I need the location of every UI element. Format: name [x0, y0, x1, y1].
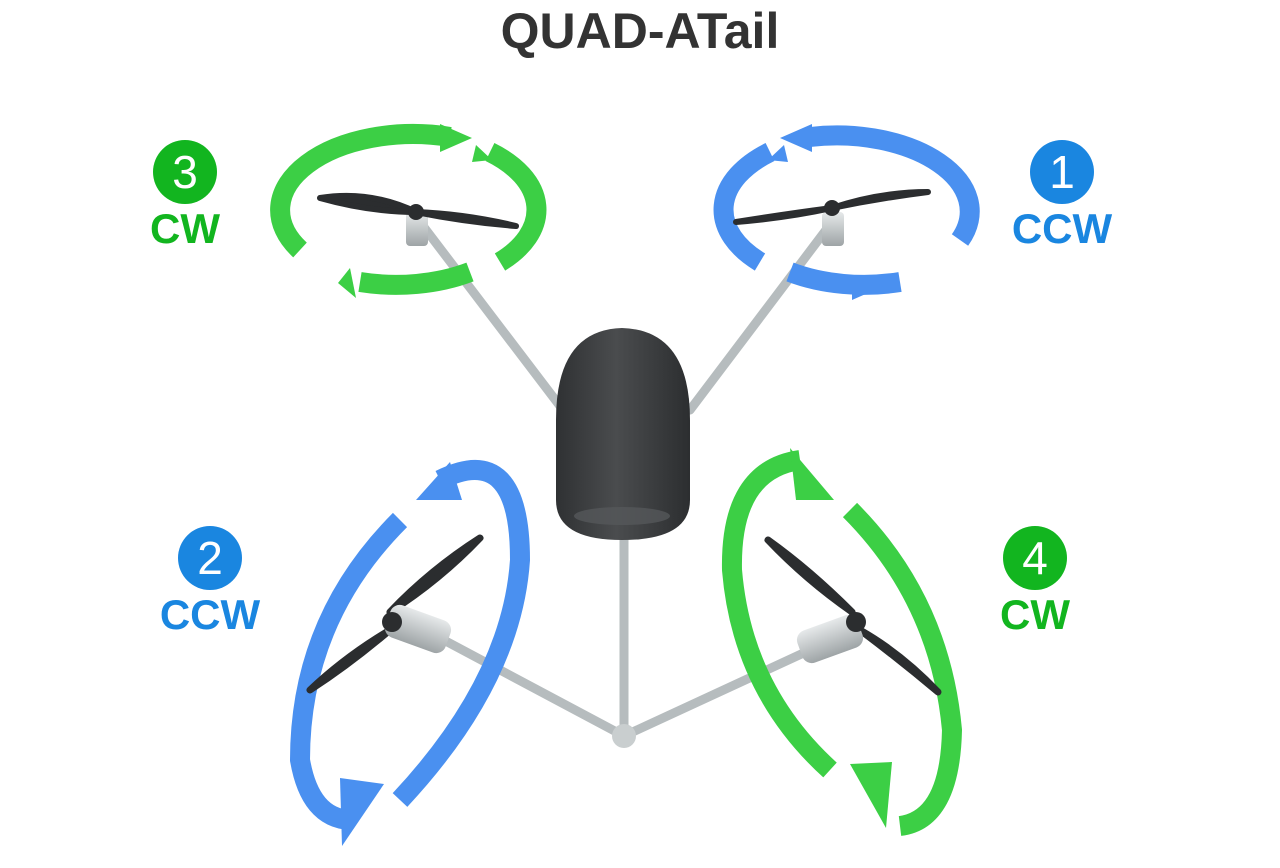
motor-3-direction: CW — [150, 205, 220, 252]
motor-3-number-badge: 3 — [153, 140, 217, 204]
motor-2-number-badge: 2 — [178, 526, 242, 590]
motor-label-4: 4 CW — [965, 526, 1105, 638]
motor-1-number-badge: 1 — [1030, 140, 1094, 204]
motor-label-1: 1 CCW — [992, 140, 1132, 252]
motor-4 — [764, 536, 942, 696]
motor-3 — [317, 192, 519, 246]
arm-rear-left — [435, 633, 629, 741]
arm-front-right — [685, 217, 837, 415]
rotor-4-arrows — [721, 450, 963, 836]
drone-body — [556, 328, 690, 540]
motor-4-number-badge: 4 — [1003, 526, 1067, 590]
rotor-1-arrows — [713, 125, 980, 295]
tail-joint — [612, 724, 636, 748]
motor-2 — [306, 534, 484, 694]
rotor-2-arrows — [289, 460, 531, 830]
rotor-2-arrowheads — [340, 462, 462, 846]
rotor-3-arrows — [270, 124, 547, 295]
motor-label-2: 2 CCW — [140, 526, 280, 638]
rotor-4-arrowheads — [790, 448, 892, 828]
arm-rear-right — [619, 645, 815, 741]
motor-label-3: 3 CW — [115, 140, 255, 252]
motor-1 — [733, 189, 931, 246]
motor-4-direction: CW — [1000, 591, 1070, 638]
arm-front-left — [415, 217, 568, 415]
rotor-3-arrowheads — [338, 124, 492, 298]
diagram-title: QUAD-ATail — [500, 3, 780, 59]
motor-2-direction: CCW — [159, 591, 261, 638]
motor-1-direction: CCW — [1011, 205, 1113, 252]
frame-arms — [415, 217, 837, 741]
rotor-1-arrowheads — [768, 124, 884, 300]
